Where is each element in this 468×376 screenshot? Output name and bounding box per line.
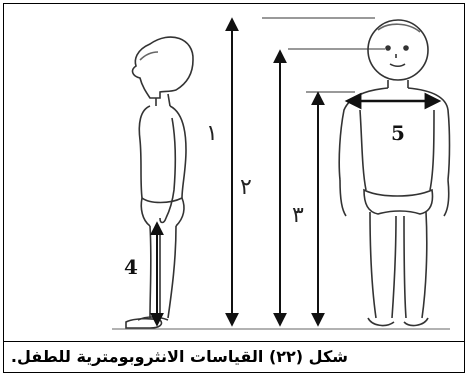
label-2: ٢ <box>240 175 252 200</box>
child-front-view <box>339 20 449 325</box>
label-4: 4 <box>124 255 138 279</box>
label-5: 5 <box>391 121 405 145</box>
label-3: ٣ <box>292 203 304 228</box>
child-side-view <box>126 37 193 328</box>
caption-panel: شكل (٢٢) القياسات الانثروبومترية للطفل. <box>3 341 465 373</box>
label-1: ١ <box>206 121 218 146</box>
figure-caption: شكل (٢٢) القياسات الانثروبومترية للطفل. <box>11 347 348 366</box>
